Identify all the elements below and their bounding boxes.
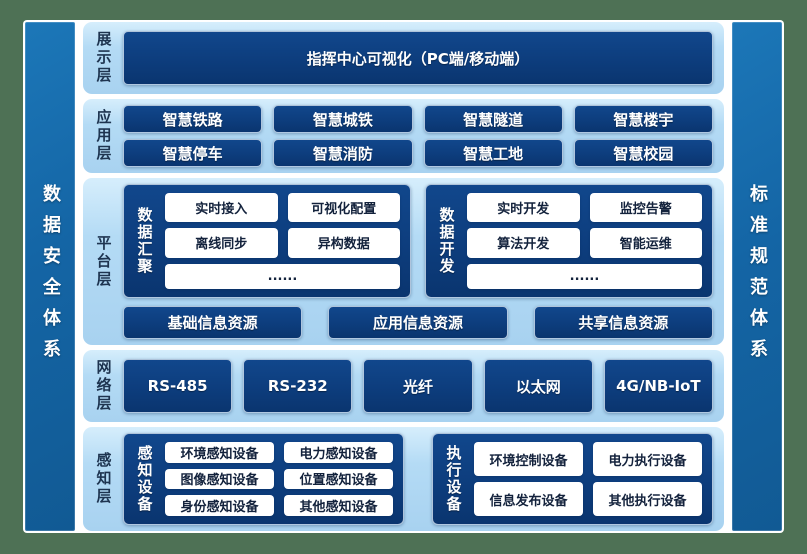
- layer-application-label: 应用层: [94, 109, 113, 163]
- box-location-sensing: 位置感知设备: [284, 468, 393, 490]
- box-rs232: RS-232: [243, 359, 353, 413]
- box-identity-sensing: 身份感知设备: [165, 495, 274, 516]
- pillar-standards: 标准规范体系: [732, 22, 782, 531]
- box-algorithm-dev: 算法开发: [467, 228, 580, 258]
- pillar-data-security-label: 数据安全体系: [40, 183, 61, 370]
- box-monitor-alert: 监控告警: [589, 193, 702, 223]
- group-data-aggregation: 数据汇聚 实时接入 可视化配置 离线同步 异构数据 ......: [123, 184, 411, 298]
- box-power-execution: 电力执行设备: [593, 442, 702, 476]
- box-env-sensing: 环境感知设备: [165, 442, 274, 463]
- box-shared-info-resource: 共享信息资源: [533, 306, 713, 339]
- layer-platform: 平台层 数据汇聚 实时接入 可视化配置 离线同步 异构数据 ......: [83, 178, 724, 345]
- layer-display: 展示层 指挥中心可视化（PC端/移动端）: [83, 22, 724, 94]
- app-box-smart-metro: 智慧城铁: [273, 105, 413, 133]
- layer-network: 网络层 RS-485 RS-232 光纤 以太网 4G/NB-IoT: [83, 350, 724, 422]
- group-data-development-label: 数据开发: [437, 207, 456, 275]
- layer-platform-label: 平台层: [94, 234, 113, 289]
- layer-network-content: RS-485 RS-232 光纤 以太网 4G/NB-IoT: [123, 356, 713, 416]
- box-power-sensing: 电力感知设备: [284, 442, 393, 463]
- app-box-smart-tunnel: 智慧隧道: [423, 105, 563, 133]
- architecture-diagram: 数据安全体系 展示层 指挥中心可视化（PC端/移动端） 应用层 智慧铁路 智慧城…: [23, 20, 784, 533]
- app-box-smart-campus: 智慧校园: [573, 139, 713, 167]
- app-box-smart-firefighting: 智慧消防: [273, 139, 413, 167]
- pillar-data-security: 数据安全体系: [25, 22, 75, 531]
- box-info-publishing: 信息发布设备: [474, 482, 583, 516]
- box-rs485: RS-485: [123, 359, 233, 413]
- app-box-smart-parking: 智慧停车: [123, 139, 263, 167]
- command-center-box: 指挥中心可视化（PC端/移动端）: [123, 31, 713, 85]
- group-sensing-devices-grid: 环境感知设备 电力感知设备 图像感知设备 位置感知设备 身份感知设备 其他感知设…: [165, 442, 393, 516]
- box-ethernet: 以太网: [483, 359, 593, 413]
- app-box-smart-worksite: 智慧工地: [423, 139, 563, 167]
- box-fiber: 光纤: [363, 359, 473, 413]
- box-visual-config: 可视化配置: [287, 193, 400, 223]
- layer-network-label: 网络层: [94, 359, 113, 413]
- layer-stack: 展示层 指挥中心可视化（PC端/移动端） 应用层 智慧铁路 智慧城铁 智慧隧道 …: [83, 22, 724, 531]
- box-app-info-resource: 应用信息资源: [328, 306, 508, 339]
- layer-application-content: 智慧铁路 智慧城铁 智慧隧道 智慧楼宇 智慧停车 智慧消防 智慧工地 智慧校园: [123, 105, 713, 167]
- layer-platform-content: 数据汇聚 实时接入 可视化配置 离线同步 异构数据 ...... 数据开发: [123, 184, 713, 339]
- group-data-aggregation-grid: 实时接入 可视化配置 离线同步 异构数据 ......: [165, 193, 400, 289]
- box-heterogeneous-data: 异构数据: [287, 228, 400, 258]
- group-execution-devices-grid: 环境控制设备 电力执行设备 信息发布设备 其他执行设备: [474, 442, 702, 516]
- box-intelligent-ops: 智能运维: [589, 228, 702, 258]
- layer-application: 应用层 智慧铁路 智慧城铁 智慧隧道 智慧楼宇 智慧停车 智慧消防 智慧工地 智…: [83, 99, 724, 173]
- layer-perception-content: 感知设备 环境感知设备 电力感知设备 图像感知设备 位置感知设备 身份感知设备 …: [123, 433, 713, 525]
- group-data-development-grid: 实时开发 监控告警 算法开发 智能运维 ......: [467, 193, 702, 289]
- group-data-aggregation-label: 数据汇聚: [135, 207, 154, 275]
- box-offline-sync: 离线同步: [165, 228, 278, 258]
- app-box-smart-building: 智慧楼宇: [573, 105, 713, 133]
- box-realtime-dev: 实时开发: [467, 193, 580, 223]
- layer-display-content: 指挥中心可视化（PC端/移动端）: [123, 28, 713, 88]
- layer-perception-label: 感知层: [94, 452, 113, 506]
- box-realtime-access: 实时接入: [165, 193, 278, 223]
- box-other-execution: 其他执行设备: [593, 482, 702, 516]
- pillar-standards-label: 标准规范体系: [747, 183, 768, 370]
- layer-display-label: 展示层: [94, 31, 113, 85]
- platform-resources: 基础信息资源 应用信息资源 共享信息资源: [123, 306, 713, 339]
- box-development-more: ......: [467, 263, 702, 289]
- platform-groups: 数据汇聚 实时接入 可视化配置 离线同步 异构数据 ...... 数据开发: [123, 184, 713, 298]
- box-aggregation-more: ......: [165, 263, 400, 289]
- box-other-sensing: 其他感知设备: [284, 495, 393, 516]
- box-image-sensing: 图像感知设备: [165, 468, 274, 490]
- box-env-control: 环境控制设备: [474, 442, 583, 476]
- group-execution-devices: 执行设备 环境控制设备 电力执行设备 信息发布设备 其他执行设备: [432, 433, 713, 525]
- layer-perception: 感知层 感知设备 环境感知设备 电力感知设备 图像感知设备 位置感知设备 身份感…: [83, 427, 724, 531]
- group-sensing-devices-label: 感知设备: [135, 445, 154, 513]
- app-box-smart-railway: 智慧铁路: [123, 105, 263, 133]
- group-sensing-devices: 感知设备 环境感知设备 电力感知设备 图像感知设备 位置感知设备 身份感知设备 …: [123, 433, 404, 525]
- box-4g-nbiot: 4G/NB-IoT: [603, 359, 713, 413]
- box-basic-info-resource: 基础信息资源: [123, 306, 303, 339]
- group-data-development: 数据开发 实时开发 监控告警 算法开发 智能运维 ......: [425, 184, 713, 298]
- group-execution-devices-label: 执行设备: [444, 445, 463, 513]
